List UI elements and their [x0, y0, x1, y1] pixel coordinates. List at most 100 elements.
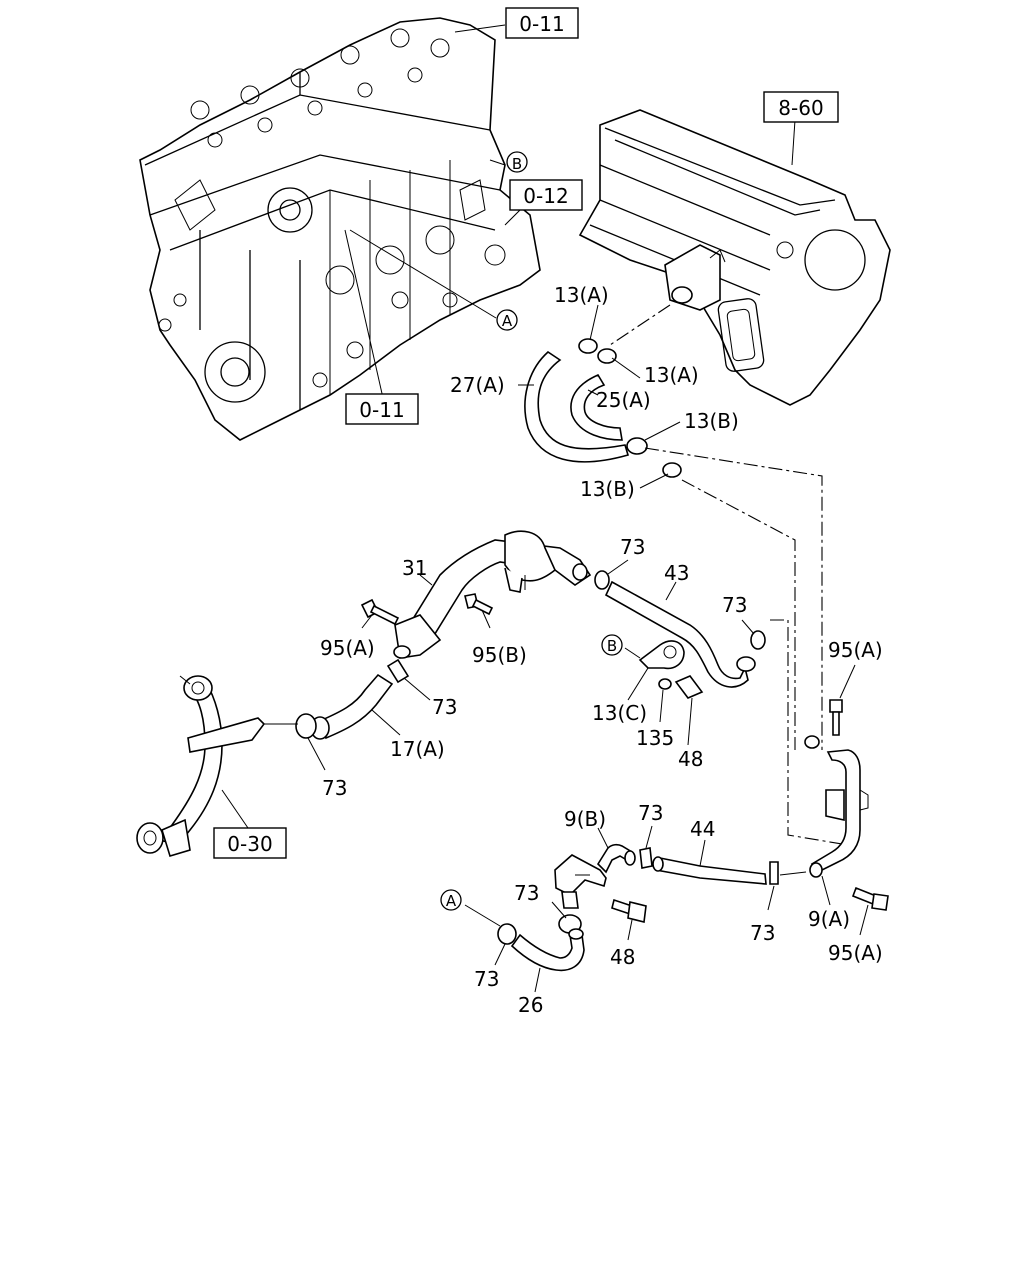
bolt-95a-2 [829, 699, 843, 736]
bolt-95a-3 [851, 886, 889, 911]
callout-13b-2: 13(B) [580, 477, 635, 501]
dash-manifold-clamp [609, 304, 671, 346]
hose-25a [570, 373, 623, 441]
callout-73-8: 73 [474, 967, 499, 991]
callout-95a-2: 95(A) [828, 638, 883, 662]
c95b-leader [481, 609, 491, 629]
marker-a-top: A [496, 309, 518, 331]
c48-1-leader [687, 697, 693, 746]
marker-b-top-leader [489, 159, 506, 166]
svg-text:A: A [446, 892, 457, 910]
callout-44: 44 [690, 817, 715, 841]
c95a-3-leader [859, 904, 869, 936]
callout-95a-1: 95(A) [320, 636, 375, 660]
marker-a-bot-leader [464, 904, 501, 927]
clamp-73-44a [639, 847, 653, 869]
clamp-9a-top [804, 735, 820, 749]
callout-73-4: 73 [322, 776, 347, 800]
c73-1-leader [607, 559, 629, 575]
svg-text:0-11: 0-11 [519, 12, 564, 36]
ref-0-11-top: 0-11 [505, 7, 579, 39]
callout-13a-2: 13(A) [644, 363, 699, 387]
marker-b-top: B [506, 151, 528, 173]
callout-17a: 17(A) [390, 737, 445, 761]
clamps-13b [626, 437, 682, 478]
clamp-73-44b [769, 861, 779, 885]
marker-b-mid-leader [624, 647, 641, 659]
bolt-48-1 [674, 675, 704, 699]
ref-0-30-leader [221, 789, 249, 829]
svg-text:8-60: 8-60 [778, 96, 823, 120]
hose-17a [310, 673, 394, 740]
marker-a-top-leader [349, 229, 497, 319]
c26-leader [534, 967, 541, 993]
c73-6-leader [767, 885, 775, 911]
c73-8-leader [494, 943, 506, 966]
callout-95b: 95(B) [472, 643, 527, 667]
c13a-1-leader [589, 304, 599, 341]
clamp-73-17a [386, 658, 410, 684]
dash-right-2 [681, 479, 796, 750]
clamp-73-26 [497, 923, 517, 945]
bracket-13c [638, 640, 685, 670]
c17a-leader [371, 709, 401, 736]
pipe-31 [393, 530, 592, 659]
svg-text:A: A [502, 312, 513, 330]
marker-b-mid: B [601, 634, 623, 656]
clamp-73-0-30 [295, 713, 317, 739]
svg-text:B: B [512, 155, 522, 173]
callout-73-6: 73 [750, 921, 775, 945]
bolt-48-2 [611, 898, 647, 923]
c43-leader [665, 581, 677, 601]
callout-9a: 9(A) [808, 907, 850, 931]
ref-0-11-mid-leader [344, 229, 384, 399]
callout-43: 43 [664, 561, 689, 585]
svg-text:0-12: 0-12 [523, 184, 568, 208]
c9a-leader [821, 875, 831, 906]
callout-13b-1: 13(B) [684, 409, 739, 433]
clamp-73-43b [750, 630, 766, 650]
c95a-1-leader [361, 614, 373, 629]
c13b-1-leader [644, 421, 681, 441]
c135-leader [659, 689, 664, 723]
engine-block [139, 17, 541, 441]
hose-26 [510, 928, 585, 972]
callout-48-2: 48 [610, 945, 635, 969]
callout-73-3: 73 [432, 695, 457, 719]
hose-43-end [736, 656, 756, 672]
hose-27a [524, 350, 629, 463]
c73-4-leader [307, 737, 326, 771]
c13c-leader [627, 667, 649, 701]
pipe-9b [554, 843, 636, 909]
callout-73-7: 73 [514, 881, 539, 905]
c31-leader [419, 574, 433, 586]
callout-135: 135 [636, 726, 674, 750]
svg-text:B: B [607, 637, 617, 655]
hose-43 [604, 580, 749, 688]
bolt-95a-1 [360, 598, 400, 626]
ref-0-30: 0-30 [213, 827, 287, 859]
c95a-2-leader [839, 664, 856, 699]
dash-right-3 [770, 619, 849, 846]
hose-44-to-9a [779, 871, 807, 876]
c48-2-leader [627, 919, 633, 941]
clamps-13a [578, 338, 617, 364]
marker-a-bot: A [440, 889, 462, 911]
callout-95a-3: 95(A) [828, 941, 883, 965]
c25a-leader [587, 389, 599, 396]
c13a-2-leader [611, 357, 641, 379]
hose-44 [652, 856, 767, 885]
callout-48-1: 48 [678, 747, 703, 771]
callout-27a: 27(A) [450, 373, 505, 397]
intake-manifold [578, 109, 891, 406]
callout-73-5: 73 [638, 801, 663, 825]
bolt-95b [464, 593, 494, 616]
callout-31: 31 [402, 556, 427, 580]
callout-73-1: 73 [620, 535, 645, 559]
callout-25a: 25(A) [596, 388, 651, 412]
c13b-2-leader [639, 473, 669, 489]
callout-13a-1: 13(A) [554, 283, 609, 307]
c9b-leader [597, 827, 609, 849]
